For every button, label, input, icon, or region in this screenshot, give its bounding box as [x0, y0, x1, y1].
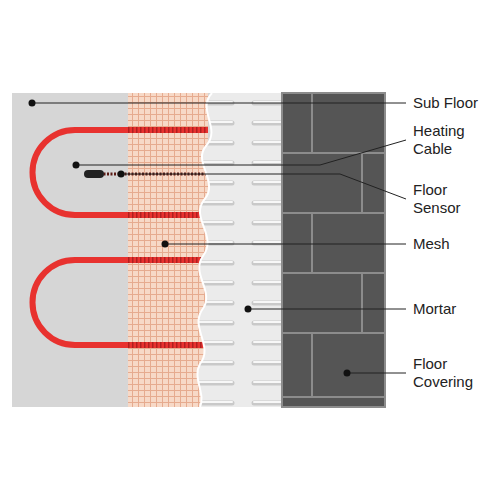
- part-label: Heating Cable: [413, 122, 483, 158]
- mesh-band: [128, 93, 208, 407]
- leader-lines: [32, 103, 406, 373]
- part-label: Floor Covering: [413, 355, 489, 391]
- heating-cable: [33, 127, 209, 348]
- leader-dots: [29, 100, 351, 377]
- sub-floor: [12, 93, 292, 407]
- part-label: Floor Sensor: [413, 181, 483, 217]
- mortar-edge: [197, 93, 212, 407]
- part-label: Sub Floor: [413, 94, 497, 112]
- part-label: Mesh: [413, 235, 497, 253]
- mortar-layer: [197, 93, 292, 407]
- part-label: Mortar: [413, 300, 497, 318]
- floor-covering-tiles: [282, 93, 385, 407]
